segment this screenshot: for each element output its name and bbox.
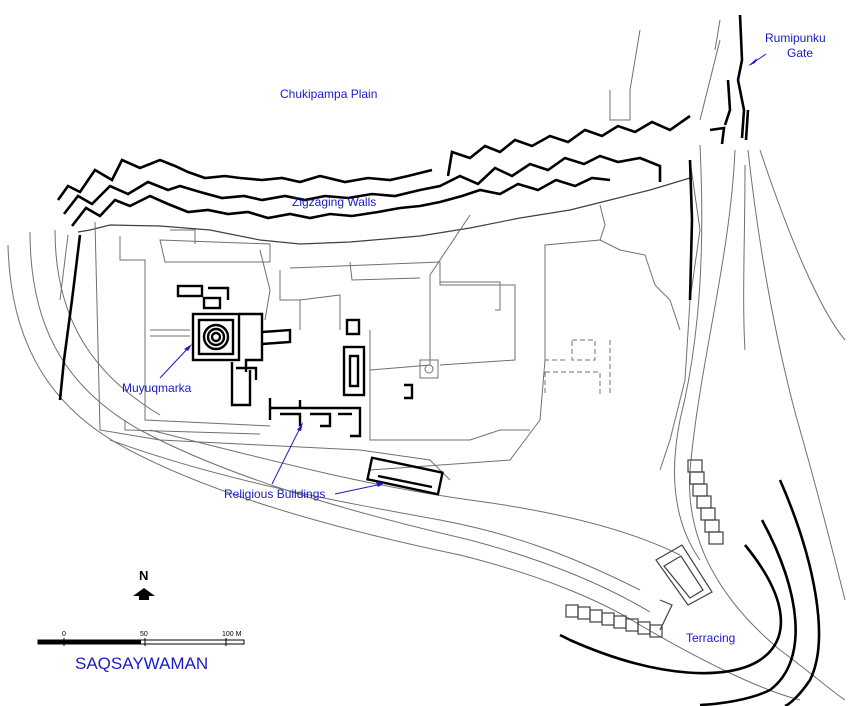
scale-tick-50: 50 xyxy=(140,631,148,638)
north-arrow-icon xyxy=(133,588,155,600)
zigzag-walls xyxy=(56,14,821,706)
north-arrow: N xyxy=(133,568,155,600)
buildings xyxy=(176,284,444,496)
scale-tick-100: 100 M xyxy=(222,631,242,638)
terracing-blocks xyxy=(565,459,724,638)
label-zigzaging-walls: Zigzaging Walls xyxy=(292,195,376,209)
label-muyuqmarka: Muyuqmarka xyxy=(122,381,192,395)
terrain-lines xyxy=(7,19,846,701)
scale-tick-0: 0 xyxy=(62,631,66,638)
terrace-lines xyxy=(77,159,701,481)
scale-bar: 0 50 100 M xyxy=(37,631,245,646)
north-label: N xyxy=(139,568,148,583)
map-title: SAQSAYWAMAN xyxy=(75,654,208,673)
label-religious-buildings: Religious Buildings xyxy=(224,487,325,501)
label-terracing: Terracing xyxy=(686,631,735,645)
label-rumipunku: Rumipunku xyxy=(765,31,826,45)
label-chukipampa-plain: Chukipampa Plain xyxy=(280,87,377,101)
label-arrows xyxy=(159,53,767,495)
label-gate: Gate xyxy=(787,46,813,60)
